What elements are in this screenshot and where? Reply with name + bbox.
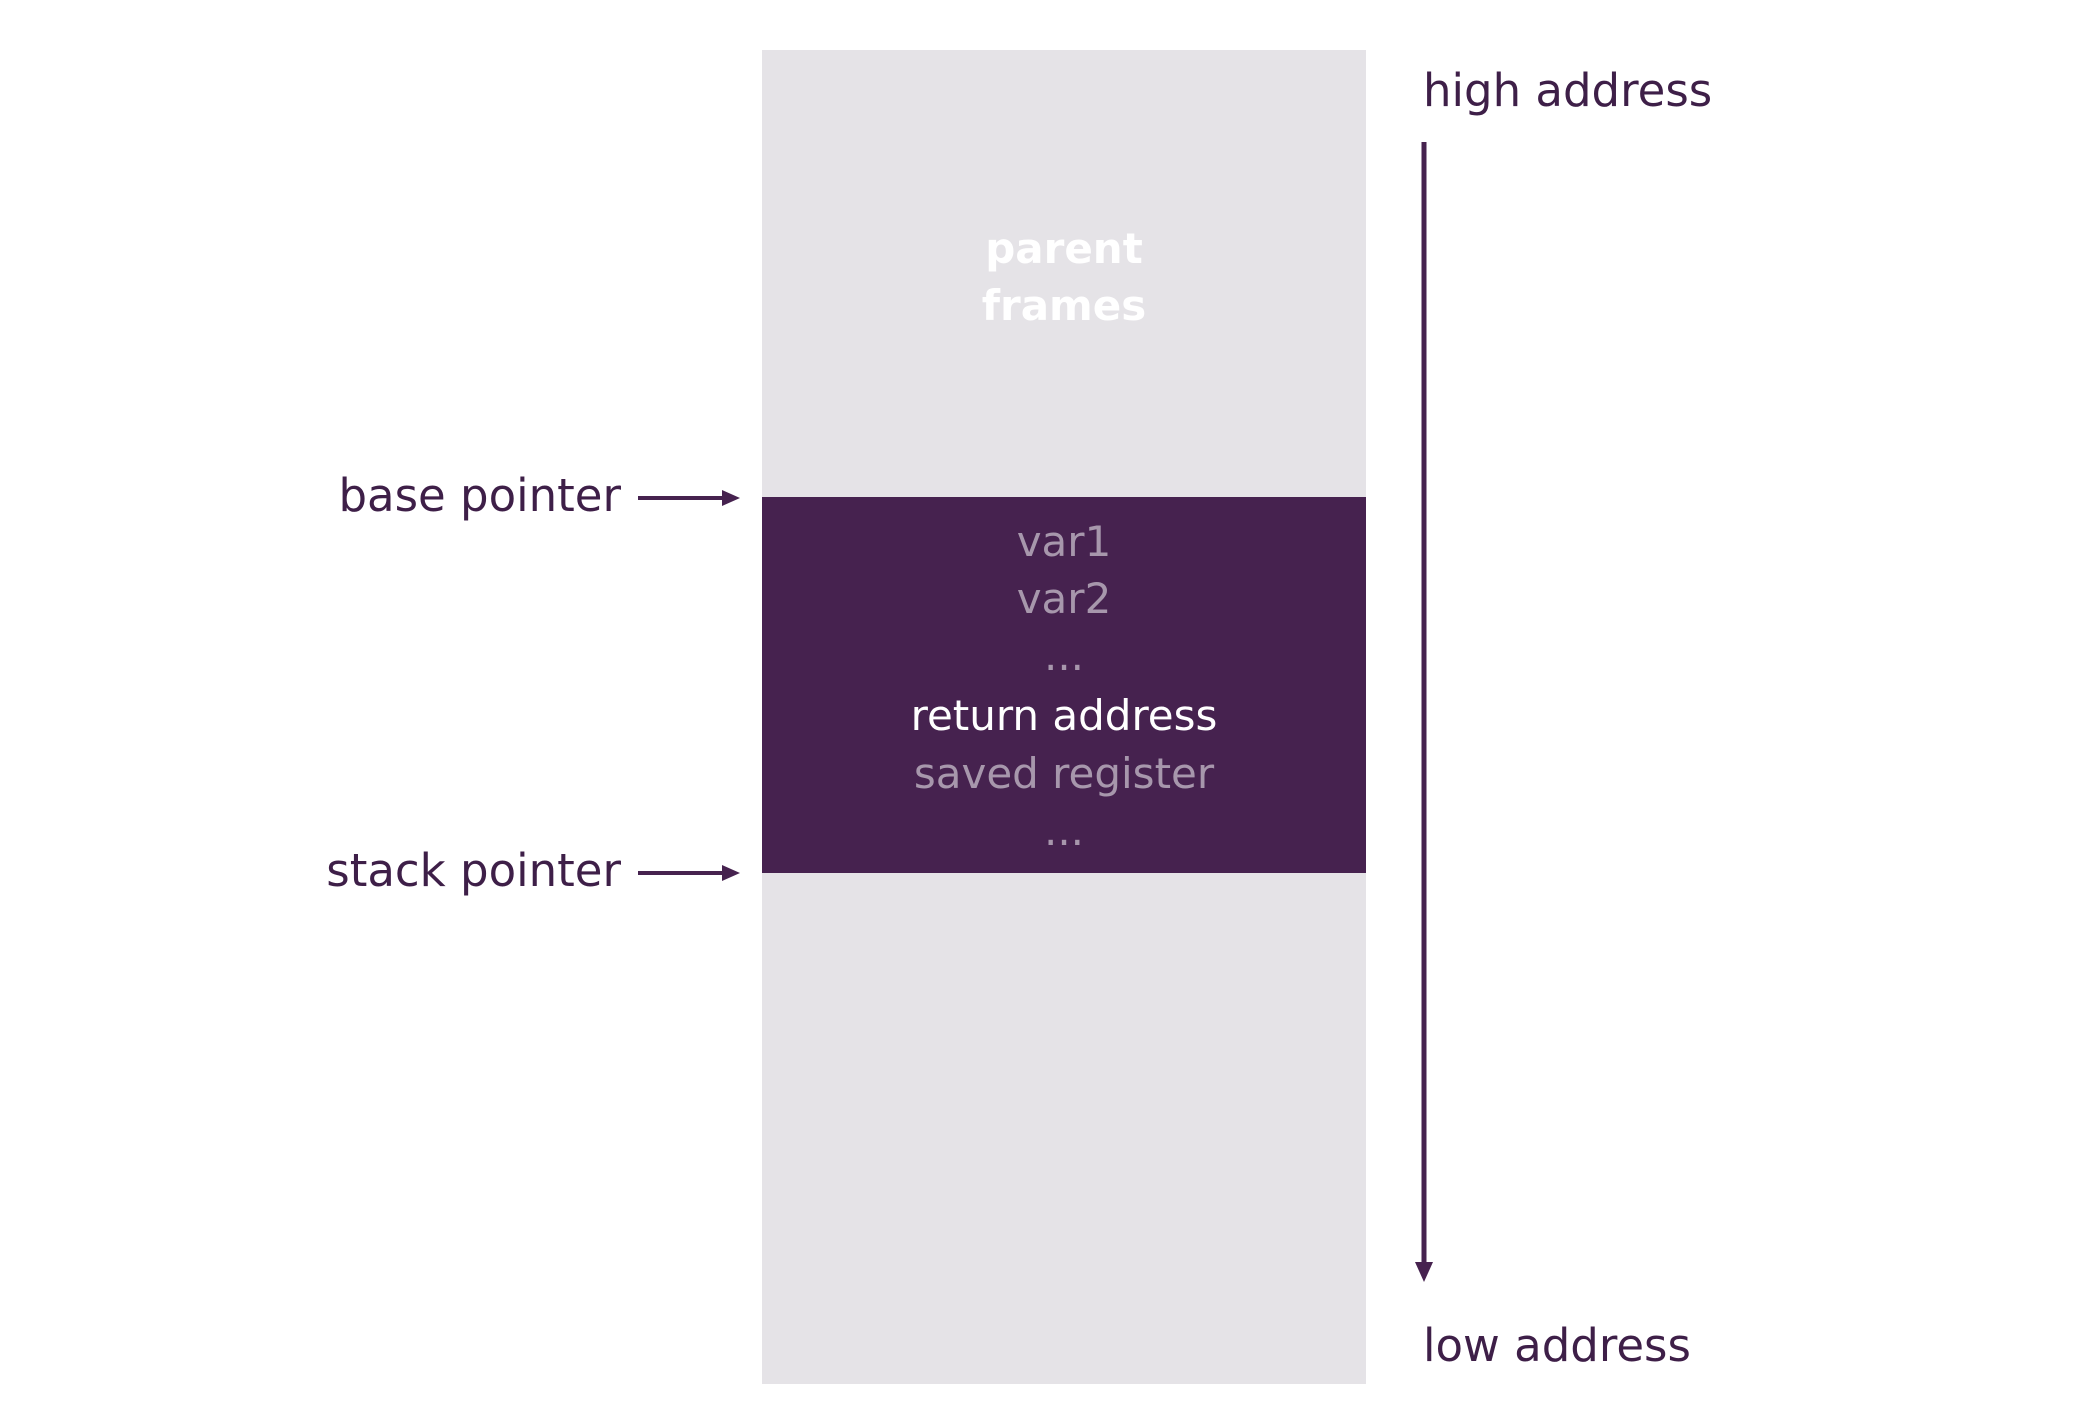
parent-frames-label: parent frames (762, 220, 1366, 334)
stack-pointer-arrow (638, 865, 740, 881)
current-stack-frame (762, 497, 1366, 873)
base-pointer-label: base pointer (338, 469, 621, 522)
frame-row-ellipsis-1: ... (1043, 631, 1085, 680)
low-address-label: low address (1423, 1319, 1691, 1372)
address-direction-arrow (1415, 142, 1433, 1282)
high-address-label: high address (1423, 64, 1713, 117)
frame-row-return-address: return address (910, 691, 1218, 740)
frame-row-var2: var2 (1016, 574, 1112, 623)
frame-row-var1: var1 (1016, 517, 1112, 566)
frame-row-saved-register: saved register (913, 749, 1215, 798)
parent-frames-line-1: parent (985, 224, 1143, 273)
stack-pointer-label: stack pointer (326, 844, 621, 897)
base-pointer-arrow (638, 490, 740, 506)
frame-row-ellipsis-2: ... (1043, 806, 1085, 855)
parent-frames-line-2: frames (981, 281, 1147, 330)
